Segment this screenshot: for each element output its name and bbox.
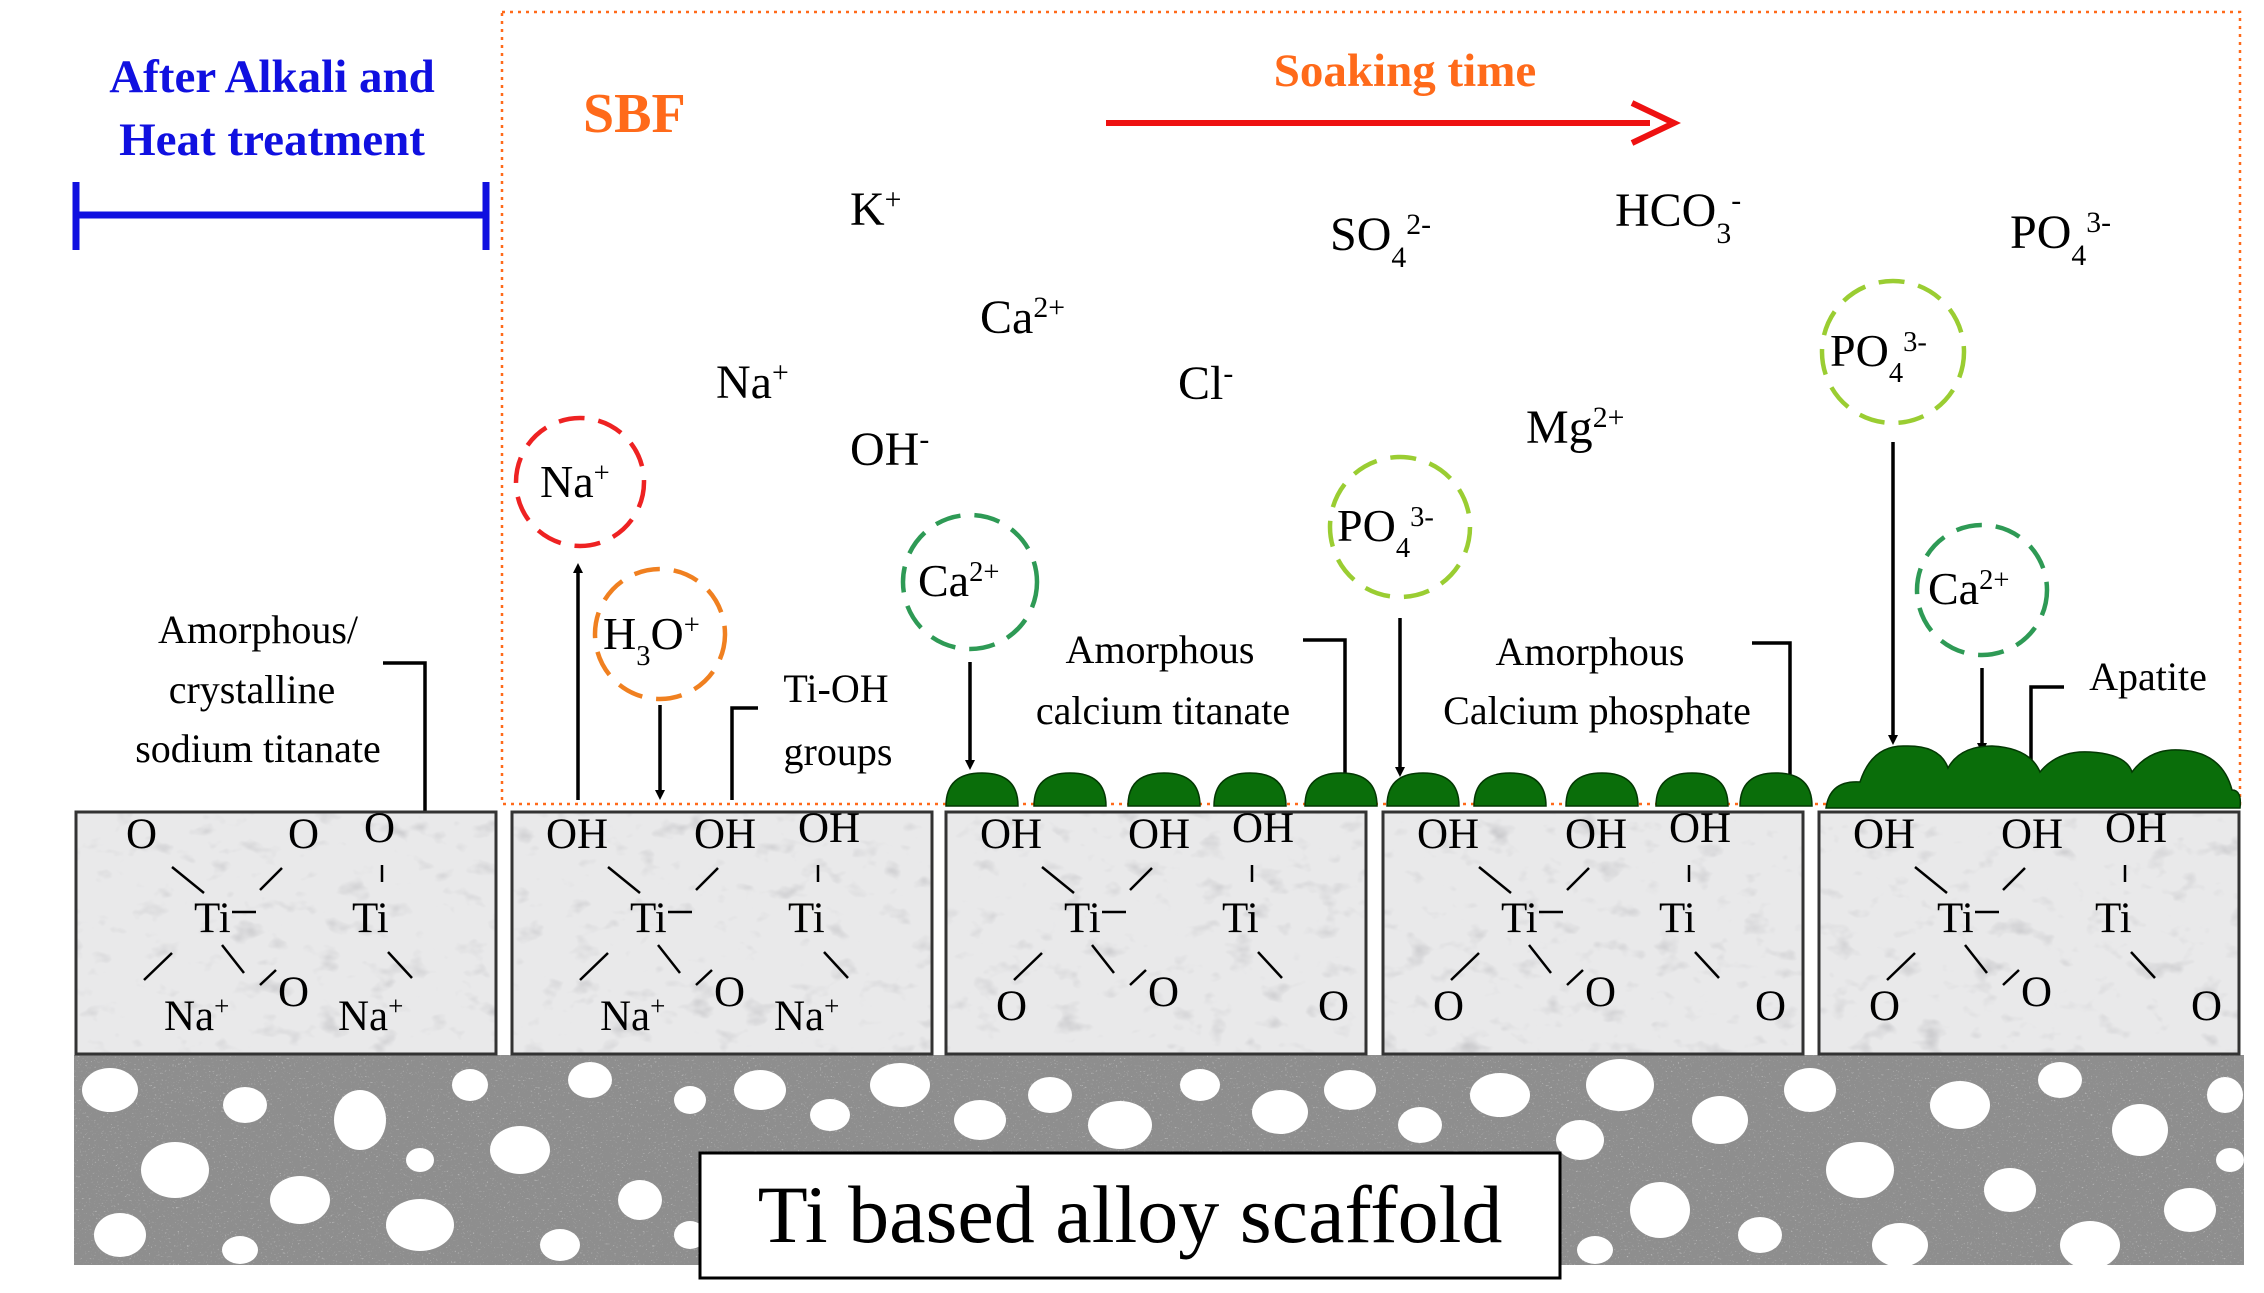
- sbf-label: SBF: [583, 83, 686, 145]
- block-atom-label: Ti: [2095, 895, 2132, 942]
- block-atom-label: Ti: [352, 895, 389, 942]
- block-atom-label: O: [2191, 983, 2222, 1030]
- block-atom-label: OH: [1417, 811, 1479, 858]
- label-sodium-titanate-1: Amorphous/: [158, 607, 359, 652]
- label-calcium-titanate-2: calcium titanate: [1036, 688, 1290, 733]
- block-atom-label: O: [288, 811, 319, 858]
- circled-ion-label: PO43-: [1830, 325, 1927, 389]
- block-atom-label: Ti: [1064, 895, 1101, 942]
- surface-deposits: [945, 745, 2242, 809]
- block-atom-label: OH: [2105, 805, 2167, 852]
- block-atom-label: O: [1585, 969, 1616, 1016]
- block-atom-label: O: [1869, 983, 1900, 1030]
- block-atom-label: O: [1318, 983, 1349, 1030]
- annotation-labels: Amorphous/ crystalline sodium titanate T…: [135, 607, 2207, 774]
- label-tioh-2: groups: [784, 729, 893, 774]
- circled-ion-h3o: H3O+: [592, 566, 728, 702]
- block-atom-label: Ti: [194, 895, 231, 942]
- circled-ion-na: Na+: [513, 415, 647, 549]
- circled-ion-po2: PO43-: [1819, 278, 1967, 426]
- surface-block: OH OH OH Ti TiO O O: [1817, 805, 2241, 1056]
- free-ion: PO43-: [2010, 206, 2111, 272]
- label-sodium-titanate-2: crystalline: [169, 667, 336, 712]
- ion-flow-arrows: [573, 442, 1987, 800]
- free-ion: Na+: [716, 356, 789, 410]
- free-ion: HCO3-: [1615, 184, 1741, 250]
- circled-ion-po1: PO43-: [1327, 454, 1473, 600]
- free-ion: Mg2+: [1526, 401, 1624, 455]
- block-atom-label: OH: [980, 811, 1042, 858]
- stage-title-line2: Heat treatment: [119, 114, 425, 166]
- block-atom-label: O: [364, 805, 395, 852]
- surface-block: OH OH OH Ti TiO O O: [944, 805, 1368, 1056]
- circled-ion-label: H3O+: [603, 608, 700, 672]
- label-calcium-titanate-1: Amorphous: [1066, 627, 1255, 672]
- scaffold-label-box: [698, 1151, 1562, 1280]
- block-atom-label: Ti: [1937, 895, 1974, 942]
- block-atom-label: O: [714, 969, 745, 1016]
- block-atom-label: OH: [546, 811, 608, 858]
- block-atom-label: OH: [1669, 805, 1731, 852]
- callout-brackets: [383, 638, 2064, 812]
- stage-span-bar: [72, 182, 490, 250]
- circled-ions: Na+ H3O+ Ca2+ PO43- PO43- Ca2+: [513, 278, 2050, 702]
- block-atom-label: OH: [1232, 805, 1294, 852]
- label-apatite: Apatite: [2089, 654, 2207, 699]
- scaffold: Ti based alloy scaffold: [74, 1055, 2244, 1280]
- circled-ion-ca1: Ca2+: [900, 512, 1040, 652]
- label-calcium-phosphate-2: Calcium phosphate: [1443, 688, 1751, 733]
- block-atom-label: O: [1148, 969, 1179, 1016]
- sbf-region: [500, 10, 2242, 806]
- block-atom-label: OH: [798, 805, 860, 852]
- block-atom-label: O: [996, 983, 1027, 1030]
- label-sodium-titanate-3: sodium titanate: [135, 726, 381, 771]
- free-ion: K+: [850, 183, 901, 237]
- circled-ion-label: Na+: [540, 456, 610, 507]
- circled-ion-label: Ca2+: [1928, 563, 2009, 614]
- block-atom-label: Ti: [1222, 895, 1259, 942]
- block-atom-label: OH: [2001, 811, 2063, 858]
- circled-ion-label: PO43-: [1337, 500, 1434, 564]
- block-atom-label: O: [1433, 983, 1464, 1030]
- free-ions: K+ SO42- HCO3- PO43- Ca2+ Na+ Cl- Mg2+ OH-: [716, 183, 2111, 477]
- block-sodium-label: Na+: [338, 991, 403, 1040]
- block-atom-label: Ti: [1659, 895, 1696, 942]
- label-tioh-1: Ti-OH: [783, 666, 888, 711]
- block-sodium-label: Na+: [600, 991, 665, 1040]
- block-atom-label: Ti: [630, 895, 667, 942]
- block-atom-label: Ti: [1501, 895, 1538, 942]
- surface-block: OH OH OH Ti TiO O O: [1381, 805, 1805, 1056]
- free-ion: SO42-: [1330, 208, 1431, 274]
- circled-ion-label: Ca2+: [918, 555, 999, 606]
- block-sodium-label: Na+: [774, 991, 839, 1040]
- label-calcium-phosphate-1: Amorphous: [1496, 629, 1685, 674]
- block-atom-label: O: [278, 969, 309, 1016]
- free-ion: Cl-: [1178, 357, 1233, 411]
- block-atom-label: OH: [1128, 811, 1190, 858]
- block-sodium-label: Na+: [164, 991, 229, 1040]
- scaffold-label: Ti based alloy scaffold: [758, 1169, 1503, 1260]
- surface-block: OH OH OH Ti TiO Na+ Na+: [510, 805, 934, 1056]
- block-atom-label: O: [126, 811, 157, 858]
- block-atom-label: O: [1755, 983, 1786, 1030]
- block-atom-label: O: [2021, 969, 2052, 1016]
- block-atom-label: Ti: [788, 895, 825, 942]
- circled-ion-ca2: Ca2+: [1914, 522, 2050, 658]
- soaking-time-arrow: [1106, 100, 1681, 146]
- free-ion: OH-: [850, 423, 929, 477]
- block-atom-label: OH: [694, 811, 756, 858]
- soaking-time-label: Soaking time: [1274, 45, 1536, 97]
- stage-title-line1: After Alkali and: [109, 51, 435, 103]
- block-atom-label: OH: [1853, 811, 1915, 858]
- free-ion: Ca2+: [980, 291, 1065, 345]
- block-atom-label: OH: [1565, 811, 1627, 858]
